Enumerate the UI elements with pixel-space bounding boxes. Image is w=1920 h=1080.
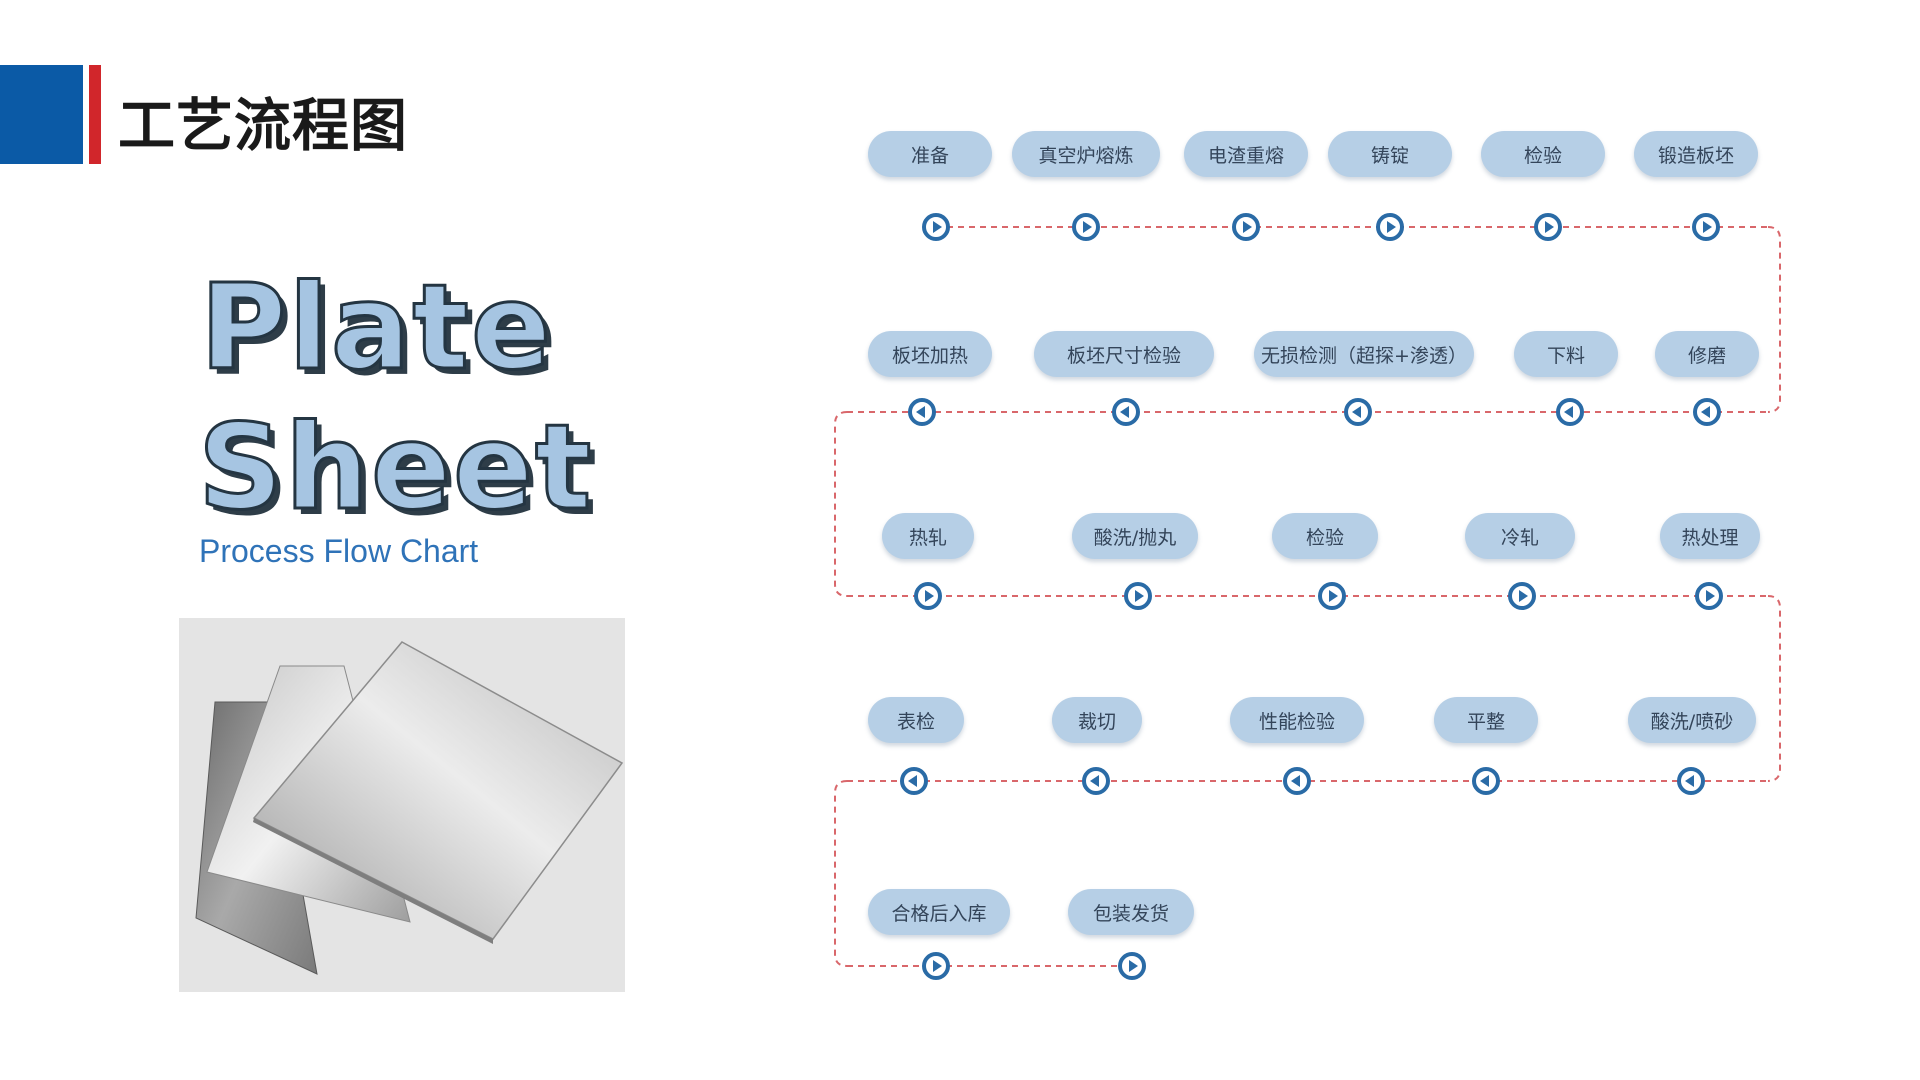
play-right-icon xyxy=(1376,213,1404,241)
flow-step: 准备 xyxy=(868,131,992,177)
flow-step: 无损检测（超探+渗透） xyxy=(1254,331,1474,377)
flow-connector-turn xyxy=(834,780,848,967)
hero-subtitle: Process Flow Chart xyxy=(199,533,479,569)
play-right-icon xyxy=(1118,952,1146,980)
flow-connector-turn xyxy=(834,411,848,597)
play-right-icon xyxy=(922,952,950,980)
flow-step: 热处理 xyxy=(1660,513,1760,559)
play-right-icon xyxy=(1692,213,1720,241)
flow-step: 平整 xyxy=(1434,697,1538,743)
flow-step: 包装发货 xyxy=(1068,889,1194,935)
flow-step: 修磨 xyxy=(1655,331,1759,377)
steel-plates-illustration xyxy=(195,641,624,975)
play-left-icon xyxy=(1693,398,1721,426)
play-left-icon xyxy=(1082,767,1110,795)
play-right-icon xyxy=(914,582,942,610)
flow-step: 酸洗/抛丸 xyxy=(1072,513,1198,559)
flow-step: 热轧 xyxy=(882,513,974,559)
flow-step: 酸洗/喷砂 xyxy=(1628,697,1756,743)
play-left-icon xyxy=(908,398,936,426)
flow-connector-turn xyxy=(1767,226,1781,413)
steel-plates-photo xyxy=(179,618,625,992)
play-right-icon xyxy=(1232,213,1260,241)
play-left-icon xyxy=(1556,398,1584,426)
flow-step: 真空炉熔炼 xyxy=(1012,131,1160,177)
flow-step: 冷轧 xyxy=(1465,513,1575,559)
flow-step: 检验 xyxy=(1272,513,1378,559)
flow-connector-turn xyxy=(1767,595,1781,782)
flow-step: 合格后入库 xyxy=(868,889,1010,935)
flow-step: 电渣重熔 xyxy=(1184,131,1308,177)
flow-step: 板坯加热 xyxy=(868,331,992,377)
play-right-icon xyxy=(1508,582,1536,610)
play-right-icon xyxy=(1318,582,1346,610)
flow-step: 下料 xyxy=(1514,331,1618,377)
play-right-icon xyxy=(1124,582,1152,610)
header-red-bar xyxy=(89,65,101,164)
page-title: 工艺流程图 xyxy=(118,93,408,159)
play-right-icon xyxy=(922,213,950,241)
play-left-icon xyxy=(1283,767,1311,795)
flow-step: 裁切 xyxy=(1052,697,1142,743)
flow-step: 检验 xyxy=(1481,131,1605,177)
flow-step: 表检 xyxy=(868,697,964,743)
play-right-icon xyxy=(1072,213,1100,241)
flow-step: 性能检验 xyxy=(1230,697,1364,743)
play-left-icon xyxy=(900,767,928,795)
play-left-icon xyxy=(1344,398,1372,426)
hero-word-sheet: Sheet xyxy=(196,398,594,536)
play-left-icon xyxy=(1472,767,1500,795)
flow-step: 锻造板坯 xyxy=(1634,131,1758,177)
flow-step: 板坯尺寸检验 xyxy=(1034,331,1214,377)
play-right-icon xyxy=(1534,213,1562,241)
play-left-icon xyxy=(1677,767,1705,795)
play-right-icon xyxy=(1695,582,1723,610)
hero-word-plate: Plate xyxy=(199,258,553,396)
flow-step: 铸锭 xyxy=(1328,131,1452,177)
play-left-icon xyxy=(1112,398,1140,426)
header-blue-block xyxy=(0,65,83,164)
